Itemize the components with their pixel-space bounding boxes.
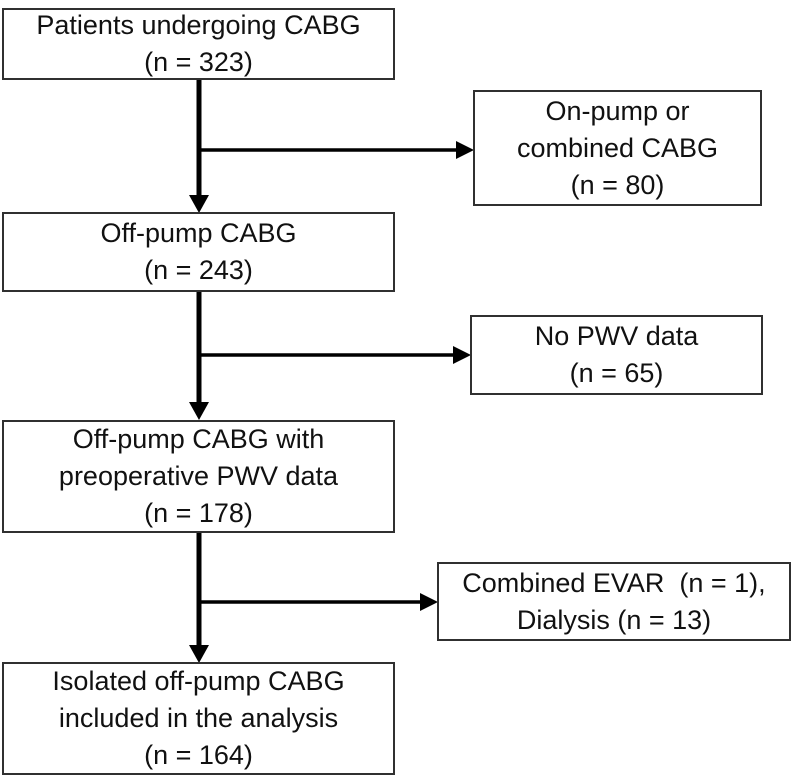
node-count: (n = 65) [569,358,664,388]
node-label: preoperative PWV data [58,461,339,491]
node-count: (n = 323) [144,47,253,77]
node-onpump-combined-cabg: On-pump or combined CABG (n = 80) [473,90,762,206]
node-count: (n = 178) [144,498,253,528]
node-final-analysis: Isolated off-pump CABG included in the a… [2,662,395,775]
node-offpump-with-pwv: Off-pump CABG with preoperative PWV data… [2,420,395,533]
node-no-pwv-data: No PWV data (n = 65) [470,315,763,395]
node-label: combined CABG [516,132,719,163]
node-count: (n = 80) [570,169,665,200]
node-count: (n = 164) [144,740,253,770]
arrowhead-right-1 [456,141,474,159]
node-count: (n = 243) [144,255,253,285]
arrowhead-down-1 [189,195,209,213]
node-label: On-pump or [545,95,690,126]
node-label: Off-pump CABG with [72,424,325,454]
node-label: included in the analysis [58,703,339,733]
arrowhead-down-3 [189,645,209,663]
arrowhead-down-2 [189,402,209,420]
node-label: Combined EVAR (n = 1), [462,567,766,598]
node-label: Patients undergoing CABG [36,10,361,40]
node-patients-cabg: Patients undergoing CABG (n = 323) [2,8,395,80]
arrowhead-right-2 [453,346,471,364]
node-offpump-cabg: Off-pump CABG (n = 243) [2,212,395,292]
arrowhead-right-3 [420,593,438,611]
node-label: No PWV data [534,321,699,351]
node-label: Off-pump CABG [100,218,297,248]
node-label: Isolated off-pump CABG [52,666,345,696]
node-label: Dialysis (n = 13) [516,604,712,635]
node-excluded-evar-dialysis: Combined EVAR (n = 1), Dialysis (n = 13) [437,562,791,641]
